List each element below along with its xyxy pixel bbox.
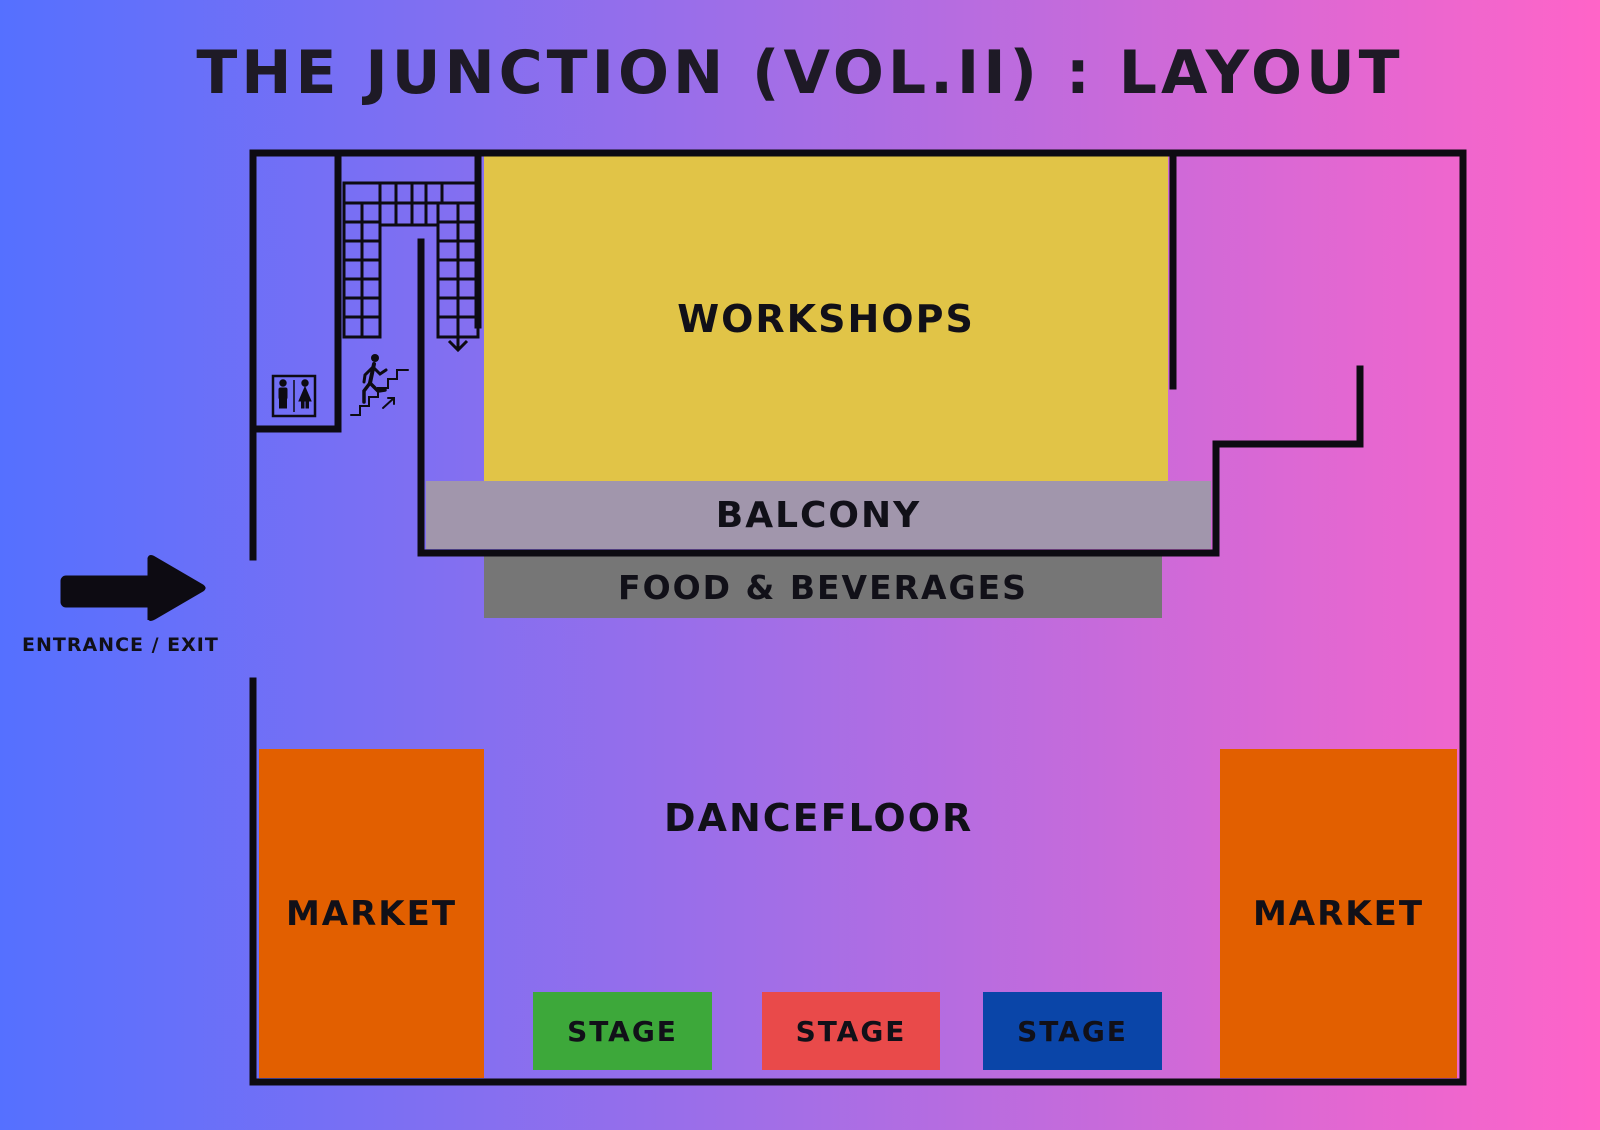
staircase <box>342 181 480 353</box>
page-title: THE JUNCTION (VOL.II) : LAYOUT <box>196 38 1404 108</box>
food-beverages-zone: FOOD & BEVERAGES <box>484 556 1162 618</box>
stage-label-2: STAGE <box>795 1014 907 1048</box>
stairs-up-icon <box>350 354 409 416</box>
stage-label-3: STAGE <box>1017 1014 1128 1048</box>
stage-blue: STAGE <box>983 992 1162 1070</box>
market-zone-left: MARKET <box>259 749 484 1078</box>
market-label-left: MARKET <box>285 893 458 934</box>
stage-label-1: STAGE <box>567 1014 678 1048</box>
balcony-label: BALCONY <box>715 494 922 536</box>
entrance-exit-label: ENTRANCE / EXIT <box>22 634 219 656</box>
market-label-right: MARKET <box>1252 893 1425 934</box>
restroom-icon <box>271 374 317 418</box>
market-zone-right: MARKET <box>1220 749 1457 1078</box>
workshops-zone: WORKSHOPS <box>484 156 1168 481</box>
dancefloor-label: DANCEFLOOR <box>664 796 974 840</box>
stage-red: STAGE <box>762 992 940 1070</box>
food-beverages-label: FOOD & BEVERAGES <box>618 567 1028 607</box>
right-arrow-icon <box>60 555 206 621</box>
workshops-label: WORKSHOPS <box>677 296 975 341</box>
stage-green: STAGE <box>533 992 712 1070</box>
balcony-zone: BALCONY <box>426 481 1211 549</box>
